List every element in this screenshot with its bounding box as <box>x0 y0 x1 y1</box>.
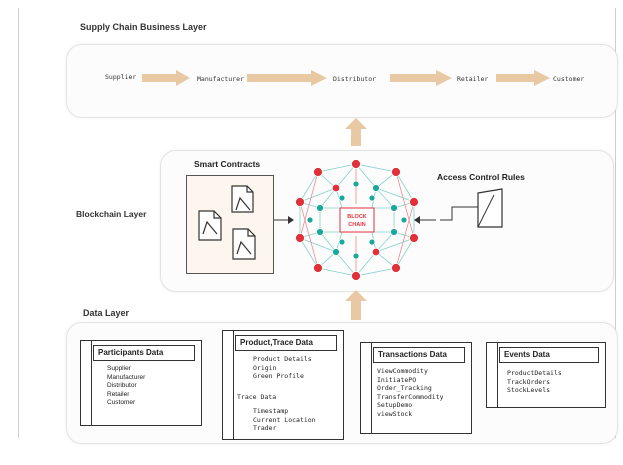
diagram-frame <box>18 8 616 438</box>
list-item: ViewCommodity <box>377 367 428 375</box>
flow-arrow-3 <box>390 70 452 86</box>
list-item: Distributor <box>107 382 137 390</box>
flow-arrow-1 <box>142 70 190 86</box>
list-item: ProductDetails <box>507 369 562 377</box>
list-item: StockLevels <box>507 386 551 395</box>
block-label-1: BLOCK <box>347 214 367 220</box>
list-item: InitiatePO <box>377 375 417 384</box>
rules-to-chain-arrow <box>414 216 436 224</box>
contracts-to-chain-arrow <box>274 216 294 224</box>
transactions-table-title: Transactions Data <box>373 347 465 363</box>
node-distributor: Distributor <box>333 75 377 83</box>
node-manufacturer: Manufacturer <box>197 75 244 83</box>
contract-documents-icon <box>198 185 256 260</box>
access-control-rules-title: Access Control Rules <box>437 172 525 182</box>
data-layer-title: Data Layer <box>83 308 130 318</box>
product-trace-table: Product,Trace Data Product Details Origi… <box>222 330 344 440</box>
smart-contracts-title: Smart Contracts <box>194 159 261 169</box>
product-trace-table-title: Product,Trace Data <box>235 335 337 351</box>
list-item: viewStock <box>377 409 413 418</box>
list-item: Customer <box>107 399 136 407</box>
node-supplier: Supplier <box>105 73 137 81</box>
trace-data-subtitle: Trace Data <box>237 393 277 401</box>
block-label-2: CHAIN <box>348 222 365 228</box>
participants-table: Participants Data Supplier Manufacturer … <box>80 340 202 426</box>
list-item: SetupDemo <box>377 401 413 410</box>
transactions-list: ViewCommodity InitiatePO Order_Tracking … <box>377 367 444 419</box>
list-item: Timestamp <box>253 407 289 415</box>
list-item: Current Location <box>253 415 316 424</box>
list-item: TrackOrders <box>507 377 551 386</box>
trace-list: Timestamp Current Location Trader <box>253 407 316 433</box>
product-list: Product Details Origin Green Profile <box>253 355 312 381</box>
flow-arrow-2 <box>247 70 327 86</box>
list-item: Retailer <box>107 390 130 398</box>
list-item: Trader <box>253 424 277 433</box>
list-item: Origin <box>253 363 277 372</box>
list-item: Supplier <box>107 365 131 372</box>
smart-contracts-box <box>186 175 274 274</box>
events-list: ProductDetails TrackOrders StockLevels <box>507 369 562 395</box>
flow-arrow-4 <box>496 70 550 86</box>
supply-chain-layer-title: Supply Chain Business Layer <box>80 22 207 32</box>
blockchain-layer-title: Blockchain Layer <box>76 209 147 219</box>
up-arrow-bottom <box>345 290 367 320</box>
list-item: Order_Tracking <box>377 384 432 393</box>
list-item: Product Details <box>253 355 312 363</box>
events-table: Events Data ProductDetails TrackOrders S… <box>486 342 606 408</box>
list-item: Green Profile <box>253 372 304 381</box>
node-customer: Customer <box>553 75 585 83</box>
access-control-rules-icon <box>440 188 503 228</box>
blockchain-network: BLOCK CHAIN <box>295 159 419 281</box>
up-arrow-top <box>345 118 367 146</box>
events-table-title: Events Data <box>499 347 599 363</box>
participants-list: Supplier Manufacturer Distributor Retail… <box>107 365 145 408</box>
node-retailer: Retailer <box>457 75 489 83</box>
participants-table-title: Participants Data <box>93 345 195 361</box>
transactions-table: Transactions Data ViewCommodity Initiate… <box>360 342 472 434</box>
list-item: Manufacturer <box>107 373 146 381</box>
list-item: TransferCommodity <box>377 392 444 401</box>
